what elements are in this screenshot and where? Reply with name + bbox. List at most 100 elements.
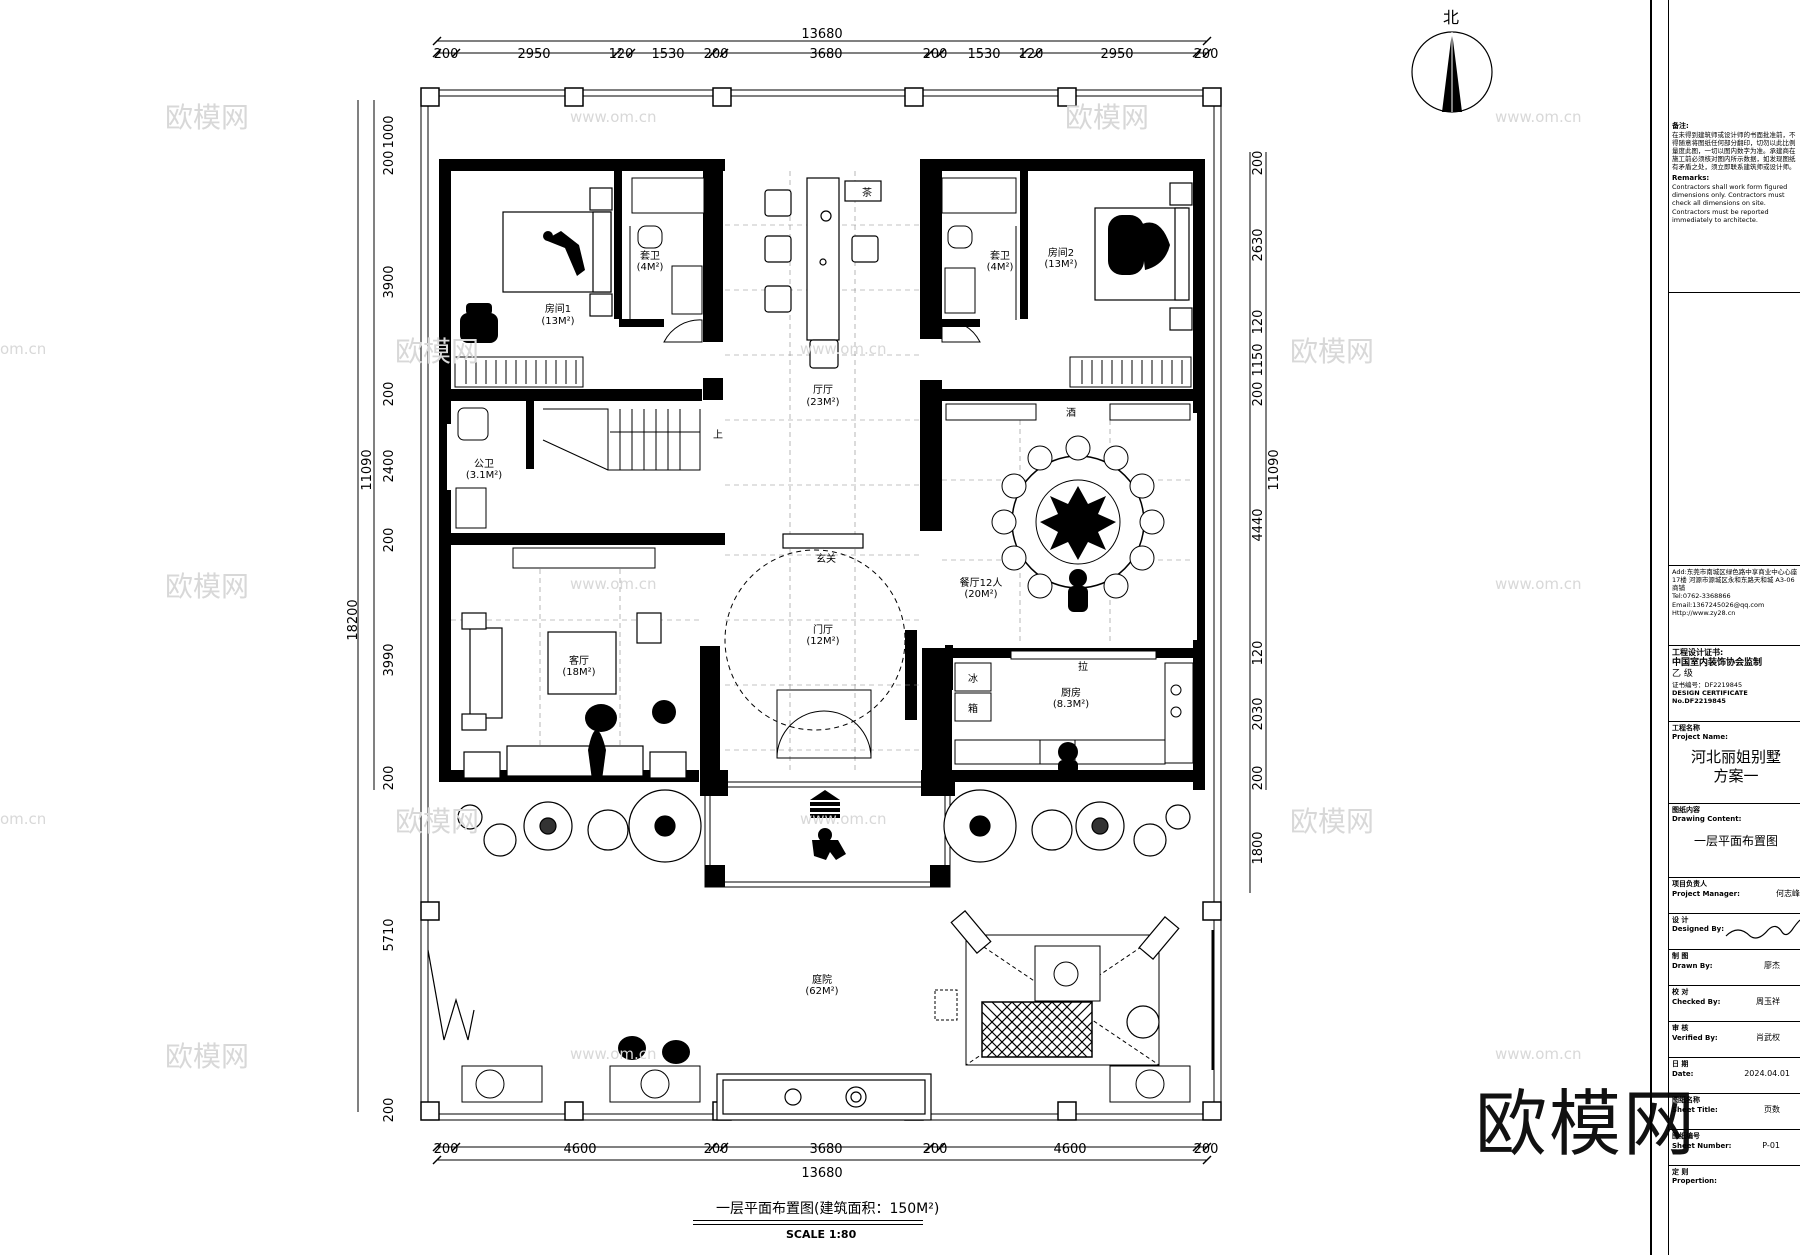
manager-label: 项目负责人 [1672, 880, 1707, 888]
patio-loungers [950, 910, 1180, 1039]
entry-arrow-icon [810, 790, 840, 818]
dim-left-2: 3900 [382, 265, 397, 298]
patio-pergola [965, 934, 1160, 1066]
north-label: 北 [1443, 8, 1460, 27]
foyer-name: 门厅 [813, 623, 833, 636]
content-section: 图纸内容 Drawing Content: 一层平面布置图 [1669, 803, 1800, 875]
sheet-number-value: P-01 [1762, 1140, 1780, 1150]
sheet-title-label: 图纸名称 [1672, 1096, 1700, 1104]
cert-no: 证书编号：DF2219845 [1672, 680, 1743, 689]
pull-label: 拉 [1078, 660, 1088, 673]
entrance-cabinet [782, 533, 864, 549]
room2-area: (13M²) [1044, 259, 1077, 270]
living-area: (18M²) [562, 667, 595, 678]
sheet-title-section: 图纸名称 Sheet Title: 页数 [1669, 1093, 1800, 1127]
dim-left-0: 1000 [382, 115, 397, 148]
courtyard-area: (62M²) [805, 986, 838, 997]
cert-title: 工程设计证书: [1672, 648, 1724, 657]
dining-person-icon [1068, 569, 1088, 612]
dim-top-4: 200 [704, 47, 729, 62]
content-label-en: Drawing Content: [1672, 814, 1742, 823]
drawing-title-underline-2 [693, 1224, 923, 1225]
manager-label-en: Project Manager: [1672, 889, 1740, 898]
drawn-value: 廖杰 [1764, 960, 1780, 970]
public-wc-name: 公卫 [474, 459, 494, 470]
foyer-floor-circle [724, 549, 906, 731]
cert-org: 中国室内装饰协会监制 [1672, 658, 1763, 668]
dining-name: 餐厅12人 [960, 576, 1003, 589]
dim-top-10: 200 [1194, 47, 1219, 62]
dim-right-2: 120 [1251, 310, 1266, 335]
dim-bottom-2: 200 [704, 1142, 729, 1157]
room1-armchair [460, 303, 498, 343]
big-watermark: 欧模网 [1475, 1082, 1698, 1166]
dim-left-col: 1000 200 3900 200 2400 200 3990 200 5710… [382, 115, 397, 1122]
living-tv-cabinet [512, 547, 656, 569]
dim-top-9: 2950 [1100, 47, 1133, 62]
date-label-en: Date: [1672, 1069, 1694, 1078]
dining-area: (20M²) [964, 589, 997, 600]
verified-section: 审 核 Verified By: 肖武权 [1669, 1021, 1800, 1055]
garden-bench [716, 1073, 932, 1121]
dim-left-3: 200 [382, 382, 397, 407]
public-wc-fixtures [455, 407, 489, 529]
porch-columns [705, 865, 950, 887]
fridge-label-2: 箱 [968, 702, 978, 715]
company-web: Http://www.zy28.cn [1672, 608, 1736, 617]
blank-section [1669, 292, 1800, 560]
sheet-number-section: 图纸编号 Sheet Number: P-01 [1669, 1129, 1800, 1163]
dim-right-9: 1800 [1251, 831, 1266, 864]
design-label-en: Designed By: [1672, 924, 1725, 933]
patio-rug [981, 1001, 1093, 1058]
dim-bottom-5: 4600 [1053, 1142, 1086, 1157]
notes-cn: 在未得到建筑师或设计师的书面批准前，不得随意将图纸任何部分翻印，切勿以此比例量度… [1672, 130, 1796, 172]
certificate-section: 工程设计证书: 中国室内装饰协会监制 乙 级 证书编号：DF2219845 DE… [1669, 645, 1800, 719]
garden-planters [461, 1065, 1191, 1103]
sheet-number-label-en: Sheet Number: [1672, 1141, 1732, 1150]
bath1-fixtures [629, 177, 705, 320]
living-people-icon [585, 700, 676, 780]
sheet-number-label: 图纸编号 [1672, 1132, 1700, 1140]
content-label: 图纸内容 [1672, 806, 1700, 814]
folding-gate [427, 949, 475, 1041]
date-section: 日 期 Date: 2024.04.01 [1669, 1057, 1800, 1091]
bath1-area: (4M²) [637, 262, 664, 273]
drawn-label-en: Drawn By: [1672, 961, 1713, 970]
stairs-up-label: 上 [713, 429, 723, 441]
dim-left-7: 200 [382, 766, 397, 791]
sheet-title-value: 页数 [1764, 1104, 1780, 1114]
fridge-label: 冰 [968, 672, 978, 685]
design-label: 设 计 [1672, 916, 1689, 924]
north-arrow-icon [1411, 31, 1493, 113]
patio-grill [934, 989, 958, 1021]
dim-top-row: 200 2950 120 1530 200 3680 200 1530 120 … [434, 47, 1219, 62]
room1-wardrobe [454, 356, 584, 388]
bath1-door [663, 319, 703, 343]
notes-cn-title: 备注: [1672, 122, 1689, 130]
dim-bottom-4: 200 [923, 1142, 948, 1157]
proportion-label-en: Propertion: [1672, 1176, 1717, 1185]
notes-en: Contractors shall work form figured dime… [1672, 183, 1788, 224]
drawing-title: 一层平面布置图(建筑面积：150M²) [716, 1201, 940, 1217]
garden-shrubs [457, 789, 1191, 863]
dim-bottom-total: 13680 [801, 1166, 842, 1181]
room1-area: (13M²) [541, 316, 574, 327]
dim-bottom-6: 200 [1194, 1142, 1219, 1157]
kitchen-person-icon [1058, 742, 1078, 774]
drawn-section: 制 图 Drawn By: 廖杰 [1669, 949, 1800, 983]
living-sofas [461, 612, 687, 779]
cert-grade: 乙 级 [1672, 669, 1693, 680]
top-dimension-lines [357, 40, 1267, 1161]
dim-right-8: 200 [1251, 766, 1266, 791]
project-section: 工程名称 Project Name: 河北丽姐别墅 方案一 [1669, 721, 1800, 801]
dim-left-total: 18200 [346, 599, 361, 640]
courtyard-name: 庭院 [812, 973, 832, 986]
front-double-door [776, 689, 872, 759]
dim-top-1: 2950 [517, 47, 550, 62]
dim-bottom-row: 200 4600 200 3680 200 4600 200 [434, 1142, 1219, 1157]
company-tel: Tel:0762-3368866 [1672, 592, 1731, 601]
porch-person-icon [812, 828, 846, 860]
tea-label: 茶 [862, 186, 872, 199]
dining-round-table [1011, 455, 1145, 589]
